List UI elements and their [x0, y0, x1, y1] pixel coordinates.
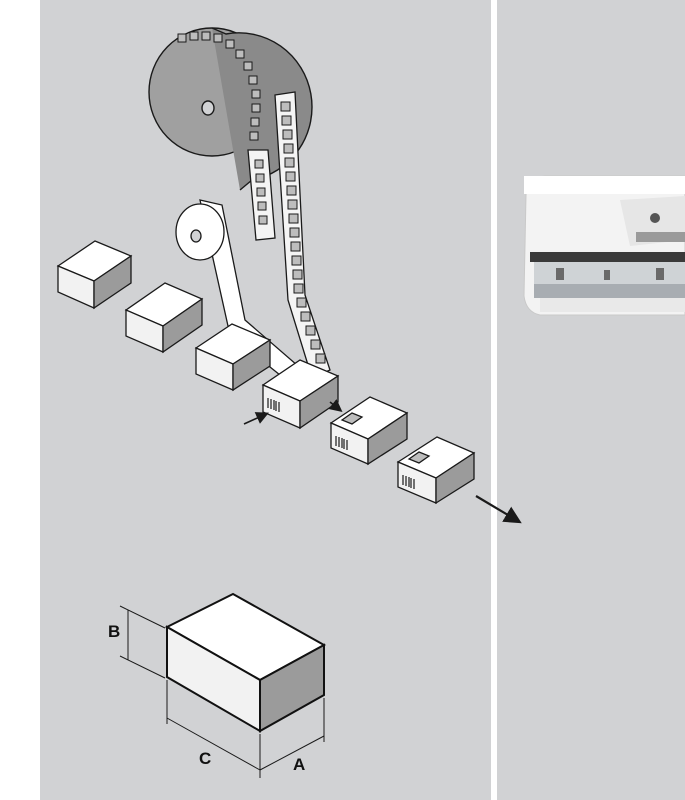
- right-panel: [497, 0, 685, 800]
- dimension-lines: [119, 605, 325, 778]
- dimension-label-b: B: [108, 622, 120, 641]
- dimension-box: [164, 592, 327, 733]
- label-web: [247, 91, 331, 379]
- label-supply-reel: [148, 27, 313, 191]
- backing-paper-roll: [175, 199, 322, 396]
- unlabeled-box-2: [124, 282, 204, 354]
- labeled-box-2: [396, 436, 476, 505]
- dimension-label-c: C: [199, 749, 211, 768]
- flow-arrows: [243, 399, 522, 524]
- labeled-box-1: [329, 396, 409, 466]
- unlabeled-box-1: [56, 240, 133, 310]
- dimension-label-a: A: [293, 755, 305, 774]
- labeling-machine-image: [523, 175, 685, 316]
- unlabeled-box-3: [194, 323, 272, 392]
